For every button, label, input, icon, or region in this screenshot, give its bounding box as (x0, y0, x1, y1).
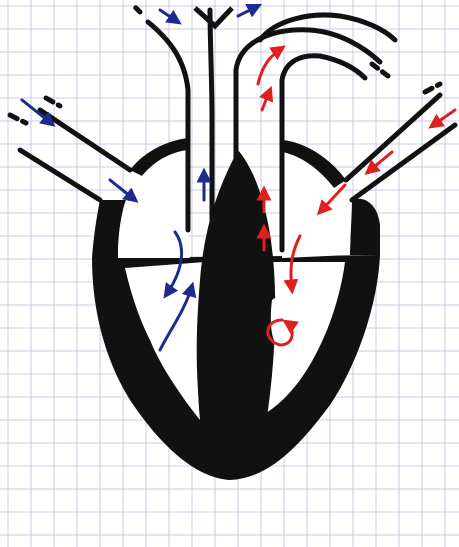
aorta-top-curve (260, 15, 395, 40)
aorta-dash (372, 64, 388, 76)
aorta-inner-wall (236, 30, 380, 160)
top-vessel-v (195, 8, 232, 26)
vena-cava-lower-line (20, 150, 100, 200)
heart-muscle (92, 138, 380, 480)
vena-cava-dash (10, 115, 26, 123)
pulmonary-trunk-top-dash (132, 4, 140, 12)
red-arrow-inflow-1 (432, 110, 455, 126)
red-arrow-aorta-top-2 (262, 90, 270, 110)
blue-arrow-top-2 (238, 6, 258, 16)
vena-cava-dash-2 (46, 98, 60, 106)
red-arrow-aorta-top (258, 48, 282, 84)
pulmonary-vein-dash (425, 84, 440, 92)
pulmonary-trunk-right-wall (210, 10, 212, 230)
